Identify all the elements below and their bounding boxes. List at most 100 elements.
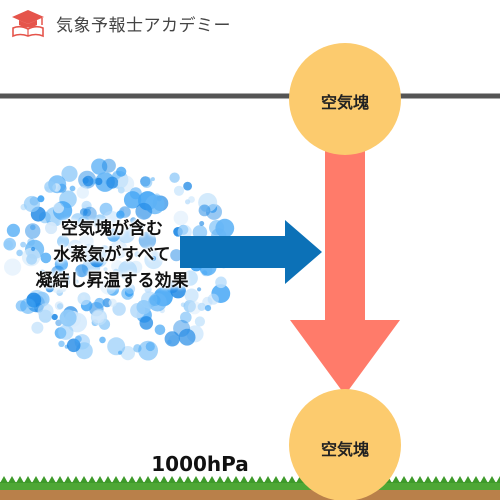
vapor-bubble	[108, 298, 117, 307]
vapor-bubble	[116, 210, 125, 219]
grass-blade	[208, 476, 216, 483]
grass-blade	[64, 476, 72, 483]
vapor-bubble	[37, 195, 45, 203]
vapor-bubble	[59, 190, 77, 209]
grass-blade	[184, 476, 192, 483]
grass-blade	[424, 476, 432, 483]
vapor-bubble	[4, 240, 13, 250]
vapor-bubble	[106, 228, 121, 242]
vapor-bubble	[30, 246, 36, 252]
vapor-bubble	[76, 186, 90, 199]
vapor-bubble	[188, 196, 195, 203]
vapor-bubble	[92, 310, 105, 324]
effect-line-1: 空気塊が含む	[61, 219, 163, 239]
grass-blade	[416, 476, 424, 483]
grass-blade	[32, 476, 40, 483]
vapor-bubble	[37, 303, 54, 320]
vapor-bubble	[21, 247, 41, 267]
vapor-bubble	[4, 258, 22, 276]
vapor-bubble	[182, 270, 198, 286]
vapor-bubble	[156, 275, 162, 281]
vapor-bubble	[51, 313, 58, 321]
vapor-bubble	[199, 221, 205, 226]
vapor-bubble	[207, 293, 219, 305]
vapor-bubble	[197, 287, 202, 292]
vapor-bubble	[45, 284, 54, 293]
graduation-cap-book-icon	[12, 10, 44, 38]
vapor-bubble	[185, 199, 191, 205]
descent-arrow	[290, 140, 400, 395]
vapor-bubble	[183, 300, 196, 313]
grass-blade	[144, 476, 152, 483]
vapor-bubble	[16, 249, 23, 257]
grass-blade	[80, 476, 88, 483]
grass-blade	[96, 476, 104, 483]
vapor-bubble	[173, 274, 180, 281]
vapor-bubble	[65, 275, 70, 280]
upper-air-parcel	[289, 43, 401, 155]
grass-blade	[240, 476, 248, 483]
grass-blade	[392, 476, 400, 483]
upper-parcel-label: 空気塊	[320, 93, 369, 112]
grass-blade	[280, 476, 288, 483]
vapor-bubble	[184, 288, 199, 303]
grass-blade	[200, 476, 208, 483]
grass-blade	[112, 476, 120, 483]
vapor-bubble	[133, 344, 142, 353]
vapor-bubble	[38, 269, 46, 277]
vapor-bubble	[131, 221, 144, 234]
grass-blade	[472, 476, 480, 483]
grass-blade	[464, 476, 472, 483]
ground-grass-band	[0, 482, 500, 490]
vapor-bubble	[77, 216, 90, 229]
vapor-bubble	[170, 282, 186, 299]
vapor-bubble	[103, 267, 108, 272]
grass-blade	[136, 476, 144, 483]
vapor-bubble	[80, 295, 86, 300]
vapor-bubble	[69, 185, 76, 192]
vapor-bubble	[106, 283, 119, 296]
grass-blade	[288, 476, 296, 483]
vapor-bubble	[116, 166, 127, 177]
vapor-bubble	[73, 279, 79, 285]
vapor-bubble	[188, 301, 202, 315]
vapor-bubble	[194, 316, 205, 327]
vapor-bubble	[120, 346, 135, 361]
vapor-bubble	[83, 208, 92, 217]
vapor-bubble	[149, 295, 161, 306]
vapor-bubble	[27, 238, 35, 246]
vapor-bubble	[145, 341, 155, 352]
lower-parcel-label: 空気塊	[320, 440, 369, 459]
vapor-bubble	[180, 302, 186, 308]
condensation-effect-label: 空気塊が含む 水蒸気がすべて 凝結し昇温する効果	[22, 216, 202, 294]
grass-blade	[272, 476, 280, 483]
pressure-level-label: 1000hPa	[151, 452, 249, 476]
grass-blade	[256, 476, 264, 483]
grass-blade	[176, 476, 184, 483]
vapor-bubble	[107, 337, 126, 356]
vapor-bubble	[100, 278, 117, 295]
vapor-bubble	[79, 234, 94, 249]
grass-blade	[192, 476, 200, 483]
vapor-bubble	[57, 235, 70, 248]
vapor-bubble	[129, 187, 142, 200]
grass-blade	[104, 476, 112, 483]
effect-line-3: 凝結し昇温する効果	[35, 271, 189, 291]
grass-blade	[8, 476, 16, 483]
vapor-bubble	[138, 231, 157, 249]
vapor-bubble	[117, 186, 125, 194]
grass-blade	[432, 476, 440, 483]
grass-blade	[456, 476, 464, 483]
vapor-bubble	[164, 331, 180, 347]
vapor-bubble	[45, 221, 58, 235]
grass-blade	[496, 476, 500, 483]
vapor-bubble	[99, 336, 106, 344]
vapor-bubble	[58, 340, 65, 347]
vapor-bubble	[144, 285, 152, 293]
vapor-bubble	[197, 302, 206, 311]
grass-blade	[248, 476, 256, 483]
vapor-bubble	[61, 165, 78, 182]
vapor-bubble	[118, 260, 138, 280]
vapor-bubble	[23, 195, 40, 213]
